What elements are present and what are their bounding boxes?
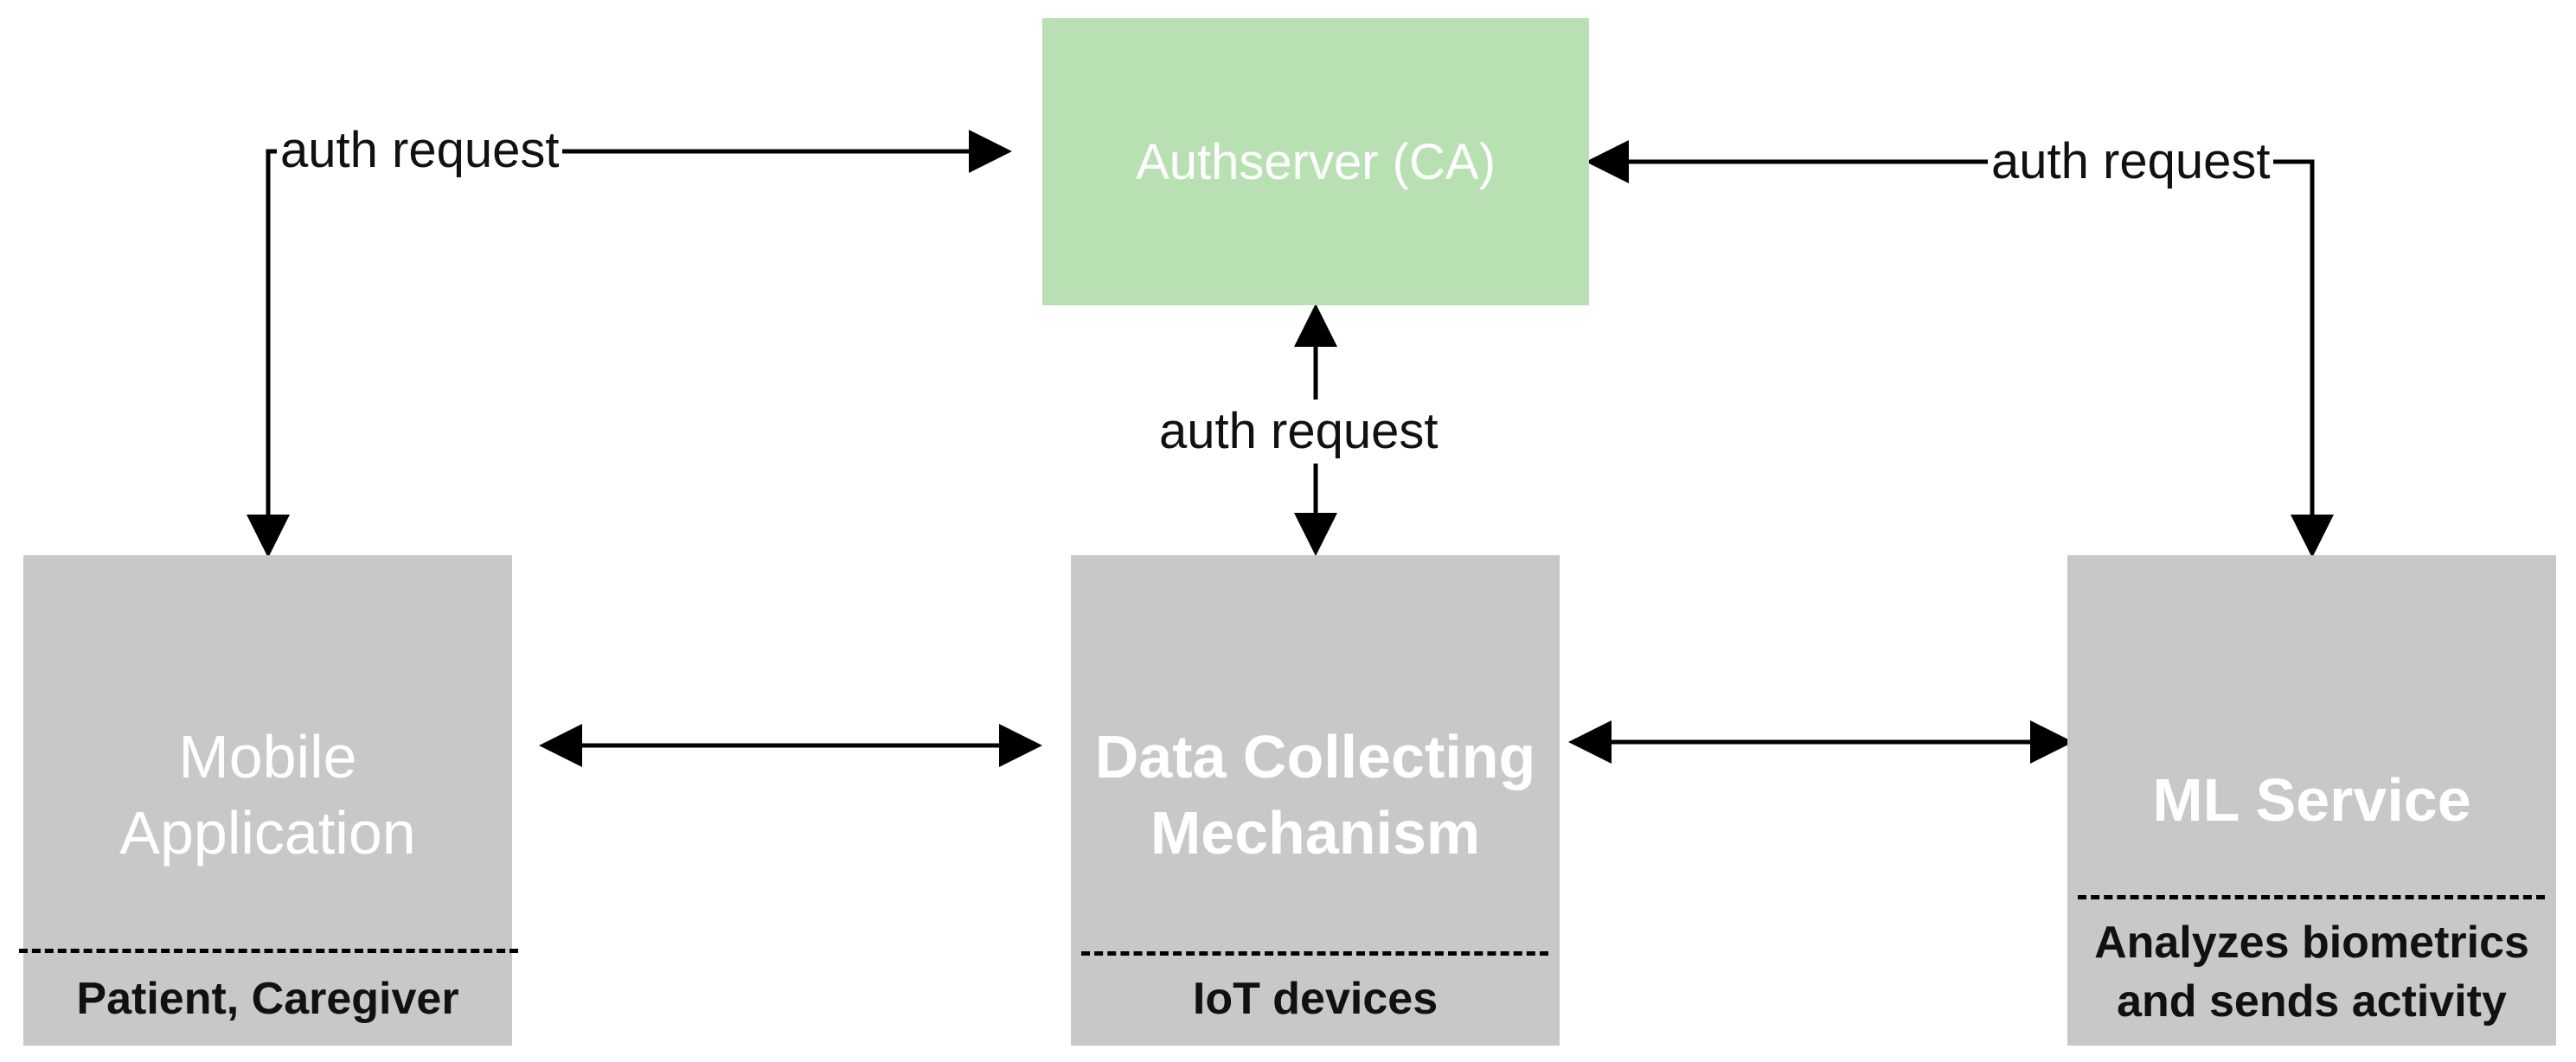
- collector-title-line2: Mechanism: [1150, 798, 1481, 867]
- data-collecting-node: Data Collecting Mechanism IoT devices: [1071, 555, 1560, 1046]
- collector-subtitle: IoT devices: [1192, 974, 1439, 1024]
- mobile-subtitle: Patient, Caregiver: [76, 974, 459, 1024]
- right-auth-connector: [1586, 140, 2334, 558]
- left-auth-connector: [247, 130, 1012, 558]
- left-auth-label: auth request: [277, 125, 563, 176]
- ml-subtitle: Analyzes biometrics and sends activity: [2067, 914, 2556, 1031]
- mobile-application-node: Mobile Application Patient, Caregiver: [19, 555, 518, 1046]
- collector-title-line1: Data Collecting: [1094, 723, 1536, 790]
- collector-title: Data Collecting Mechanism: [1071, 720, 1560, 871]
- ml-subtitle-line1: Analyzes biometrics: [2094, 918, 2529, 968]
- collector-divider: [1081, 951, 1548, 956]
- ml-service-node: ML Service Analyzes biometrics and sends…: [2067, 555, 2556, 1046]
- center-auth-label: auth request: [1156, 400, 1442, 464]
- mobile-title: Mobile Application: [23, 720, 512, 871]
- authserver-node: Authserver (CA): [1042, 18, 1589, 305]
- mobile-divider: [19, 949, 518, 953]
- right-auth-label: auth request: [1988, 137, 2274, 187]
- authserver-label: Authserver (CA): [1136, 133, 1496, 190]
- ml-title: ML Service: [2152, 766, 2471, 834]
- ml-divider: [2078, 895, 2545, 899]
- ml-subtitle-line2: and sends activity: [2117, 976, 2507, 1027]
- mobile-title-line2: Application: [119, 798, 416, 867]
- mobile-title-line1: Mobile: [178, 723, 357, 790]
